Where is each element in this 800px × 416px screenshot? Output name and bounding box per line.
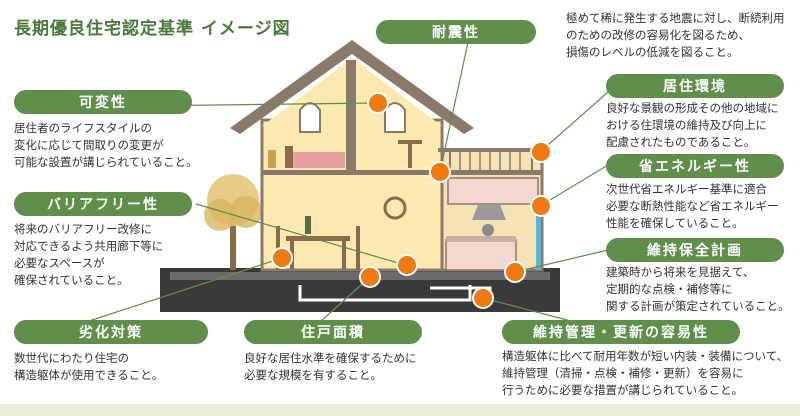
label-shoene: 省エネルギー性	[606, 154, 784, 178]
marker-rekka	[271, 247, 293, 269]
marker-ijikanri	[472, 287, 494, 309]
dining-table	[286, 236, 350, 241]
bottom-band	[0, 404, 800, 416]
range-hood	[472, 205, 506, 220]
marker-barrierfree	[396, 254, 418, 276]
page-title: 長期優良住宅認定基準 イメージ図	[14, 19, 291, 39]
label-barrierfree: バリアフリー性	[14, 192, 192, 216]
desc-taishinsei: 極めて稀に発生する地震に対し、断続利用 のための改修の容易化を図るため、 損傷の…	[566, 11, 785, 59]
label-kahensei: 可変性	[14, 90, 192, 114]
desc-jukomenseki: 良好な居住水準を確保するために 必要な規模を有すること。	[244, 351, 417, 382]
connector-lines	[85, 41, 609, 331]
marker-kyoju	[530, 141, 552, 163]
desc-rekka: 数世代にわたり住宅の 構造躯体が使用できること。	[14, 351, 164, 382]
label-jukomenseki: 住戸面積	[244, 320, 422, 344]
label-kyojukankyo: 居住環境	[606, 74, 784, 98]
label-ijihozen: 維持保全計画	[606, 238, 784, 262]
label-rekka: 劣化対策	[14, 320, 208, 344]
desc-shoene: 次世代省エネルギー基準に適合 必要な断熱性能など省エネルギー 性能を確保している…	[606, 182, 779, 230]
marker-kahensei	[367, 92, 389, 114]
balcony-railing	[449, 149, 533, 173]
bed	[285, 152, 345, 168]
kitchen-cabinet	[447, 177, 539, 205]
desc-ijikanri: 構造躯体に比べて耐用年数が短い内装・装備について、 維持管理（清掃・点検・補修・…	[502, 349, 789, 397]
desc-kahensei: 居住者のライフスタイルの 変化に応じて間取りの変更が 可能な設置が講じられている…	[14, 121, 198, 169]
marker-taishinsei	[429, 161, 451, 183]
desc-kyojukankyo: 良好な景観の形成その他の地域に おける住環境の維持及び向上に 配慮されたものであ…	[606, 101, 779, 149]
pipe	[298, 285, 472, 302]
marker-shoene	[530, 195, 552, 217]
marker-jukomenseki	[359, 266, 381, 288]
label-taishinsei: 耐震性	[376, 20, 536, 44]
wall-clock	[383, 196, 407, 220]
desc-barrierfree: 将来のバリアフリー改修に 対応できるよう共用廊下等に 必要なスペースが 確保され…	[14, 222, 164, 287]
marker-ijihozen	[504, 261, 526, 283]
arched-window	[299, 102, 406, 133]
tree-icon	[204, 174, 262, 270]
label-ijikanri: 維持管理・更新の容易性	[502, 320, 740, 344]
desc-ijihozen: 建築時から将来を見据えて、 定期的な点検・補修等に 関する計画が策定されているこ…	[606, 265, 790, 313]
